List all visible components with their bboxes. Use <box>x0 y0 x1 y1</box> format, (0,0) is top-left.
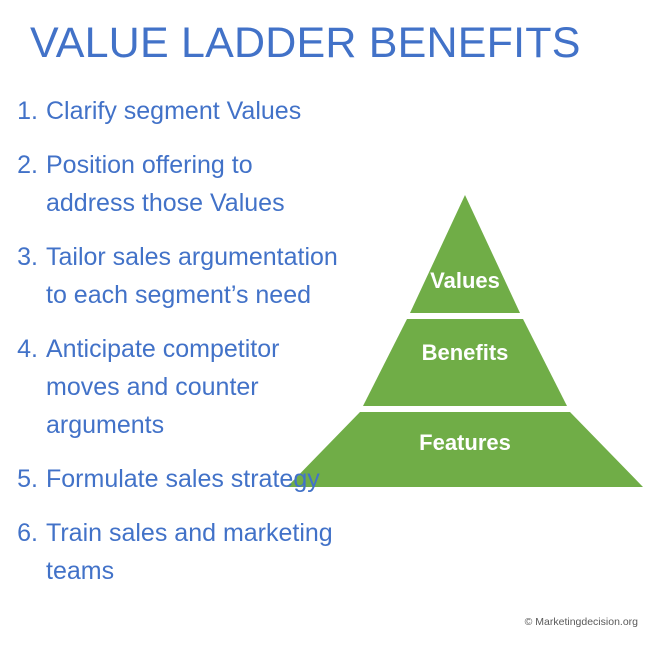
page-title: VALUE LADDER BENEFITS <box>30 19 581 67</box>
list-item-number: 5. <box>17 465 38 493</box>
list-item: 3. Tailor sales argumentation to each se… <box>0 238 420 314</box>
pyramid-tier-values-shape <box>410 195 520 313</box>
list-item-number: 2. <box>17 151 38 179</box>
pyramid-label-values: Values <box>430 268 500 293</box>
list-item: 1. Clarify segment Values <box>0 92 420 130</box>
list-item-text: Formulate sales strategy <box>46 465 320 493</box>
list-item-number: 4. <box>17 335 38 363</box>
list-item-text: Clarify segment Values <box>46 97 302 125</box>
list-item-text: Train sales and marketing teams <box>46 519 333 585</box>
list-item: 4. Anticipate competitor moves and count… <box>0 330 420 444</box>
benefits-list: 1. Clarify segment Values 2. Position of… <box>0 92 420 606</box>
pyramid-label-benefits: Benefits <box>421 340 509 365</box>
list-item-number: 3. <box>17 243 38 271</box>
list-item-text: Anticipate competitor moves and counter … <box>46 335 280 439</box>
pyramid-tier-benefits-shape <box>363 319 567 406</box>
copyright-credit: © Marketingdecision.org <box>524 616 638 628</box>
list-item-text: Tailor sales argumentation to each segme… <box>46 243 338 309</box>
list-item-text: Position offering to address those Value… <box>46 151 285 217</box>
pyramid-tier-features-shape <box>287 412 643 487</box>
list-item: 6. Train sales and marketing teams <box>0 514 420 590</box>
list-item: 5. Formulate sales strategy <box>0 460 420 498</box>
list-item: 2. Position offering to address those Va… <box>0 146 420 222</box>
pyramid-diagram <box>280 188 650 493</box>
list-item-number: 1. <box>17 97 38 125</box>
pyramid-label-features: Features <box>419 430 511 455</box>
list-item-number: 6. <box>17 519 38 547</box>
